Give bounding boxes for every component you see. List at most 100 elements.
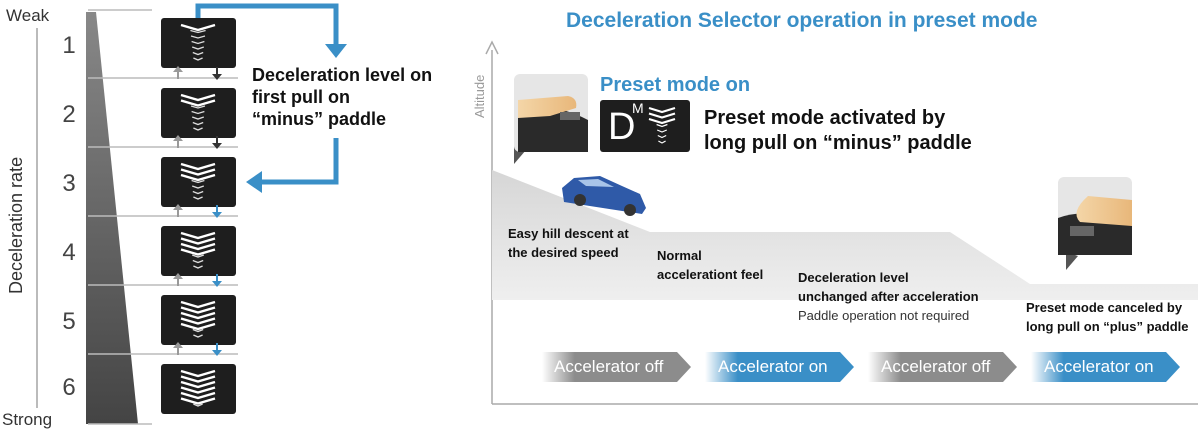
chevron-mark bbox=[193, 127, 203, 131]
chevron-mark bbox=[191, 46, 205, 50]
step-down-arrow bbox=[212, 274, 222, 287]
scale-weak-label: Weak bbox=[6, 6, 50, 25]
step-up-arrow bbox=[173, 135, 183, 148]
preset-canceled-note: Preset mode canceled by long pull on “pl… bbox=[1026, 298, 1189, 336]
chevron-mark bbox=[180, 317, 216, 325]
first-pull-arrow bbox=[195, 3, 339, 46]
chevron-mark bbox=[180, 386, 216, 394]
deceleration-level-tile bbox=[161, 88, 236, 138]
chevron-mark bbox=[180, 369, 216, 378]
chevron-mark bbox=[191, 179, 205, 184]
normal-accel-note: Normal accelerationt feel bbox=[657, 246, 763, 284]
chevron-mark bbox=[191, 40, 205, 45]
chevron-mark bbox=[193, 403, 203, 407]
chevron-mark bbox=[180, 397, 216, 405]
chevron-mark bbox=[193, 265, 203, 269]
phase-label: Accelerator off bbox=[881, 357, 991, 376]
mode-indicator-tile bbox=[600, 100, 690, 152]
first-pull-line: “minus” paddle bbox=[252, 109, 387, 129]
diagram-title: Deceleration Selector operation in prese… bbox=[566, 9, 1038, 32]
chevron-mark bbox=[656, 123, 668, 128]
phase-label: Accelerator on bbox=[1044, 357, 1154, 376]
mode-superscript: M bbox=[632, 100, 644, 116]
chevron-mark bbox=[192, 121, 204, 126]
chevron-mark bbox=[191, 116, 205, 120]
note-line: Preset mode canceled by bbox=[1026, 300, 1183, 315]
chevron-mark bbox=[192, 190, 204, 195]
minus-paddle-photo-icon bbox=[514, 74, 588, 164]
chevron-mark bbox=[180, 168, 216, 176]
level-number: 5 bbox=[62, 308, 76, 335]
left-diagram-graphics bbox=[36, 3, 347, 425]
mode-letter: D bbox=[608, 106, 636, 148]
easy-hill-note: Easy hill descent at the desired speed bbox=[508, 224, 629, 262]
first-pull-line: Deceleration level on bbox=[252, 65, 433, 85]
step-down-arrow bbox=[212, 67, 222, 80]
chevron-mark bbox=[191, 185, 205, 189]
return-arrow bbox=[260, 138, 339, 185]
chevron-mark bbox=[192, 328, 204, 333]
note-line: the desired speed bbox=[508, 245, 619, 260]
step-down-arrow bbox=[212, 205, 222, 218]
deceleration-level-tile bbox=[161, 295, 236, 345]
deceleration-level-tile bbox=[161, 226, 236, 276]
step-up-arrow bbox=[173, 273, 183, 286]
note-line: accelerationt feel bbox=[657, 267, 764, 282]
chevron-mark bbox=[180, 248, 216, 256]
chevron-mark bbox=[648, 112, 676, 119]
level-number: 6 bbox=[62, 374, 76, 401]
deceleration-level-tile bbox=[161, 364, 236, 414]
preset-mode-on-label: Preset mode on bbox=[600, 74, 751, 96]
scale-strong-label: Strong bbox=[2, 410, 53, 429]
altitude-axis-arrow bbox=[485, 40, 499, 55]
chevron-mark bbox=[180, 237, 216, 245]
note-line: Easy hill descent at bbox=[508, 226, 629, 241]
chevron-mark bbox=[191, 110, 205, 115]
chevron-mark bbox=[180, 99, 216, 107]
chevron-mark bbox=[192, 259, 204, 264]
level-number: 3 bbox=[62, 170, 76, 197]
preset-activated-line: long pull on “minus” paddle bbox=[704, 132, 972, 154]
chevron-mark bbox=[193, 57, 203, 61]
chevron-mark bbox=[180, 162, 216, 171]
chevron-mark bbox=[180, 391, 216, 400]
first-pull-note: Deceleration level on first pull on “min… bbox=[252, 64, 432, 130]
note-line: long pull on “plus” paddle bbox=[1026, 319, 1189, 334]
deceleration-level-tile bbox=[161, 157, 236, 207]
decel-unchanged-note: Deceleration level unchanged after accel… bbox=[798, 268, 979, 325]
phase-label: Accelerator on bbox=[718, 357, 828, 376]
right-diagram-graphics bbox=[485, 40, 1198, 405]
chevron-mark bbox=[190, 105, 206, 109]
step-up-arrow bbox=[173, 66, 183, 79]
chevron-mark bbox=[190, 35, 206, 39]
terrain-profile bbox=[492, 170, 1198, 300]
deceleration-level-tile bbox=[161, 18, 236, 68]
chevron-mark bbox=[180, 311, 216, 320]
phase-arrow-on bbox=[705, 352, 854, 382]
phase-arrow-off bbox=[868, 352, 1017, 382]
chevron-mark bbox=[180, 231, 216, 240]
chevron-mark bbox=[657, 134, 667, 139]
chevron-mark bbox=[180, 306, 216, 314]
chevron-mark bbox=[180, 173, 216, 182]
step-down-arrow bbox=[212, 343, 222, 356]
chevron-mark bbox=[180, 93, 216, 102]
chevron-mark bbox=[193, 334, 203, 338]
first-pull-line: first pull on bbox=[252, 87, 350, 107]
plus-paddle-photo-icon bbox=[1058, 177, 1132, 270]
chevron-mark bbox=[180, 23, 216, 32]
note-line: unchanged after acceleration bbox=[798, 289, 979, 304]
chevron-mark bbox=[180, 300, 216, 309]
chevron-mark bbox=[180, 322, 216, 331]
note-line: Deceleration level bbox=[798, 270, 909, 285]
chevron-mark bbox=[180, 380, 216, 389]
chevron-mark bbox=[193, 196, 203, 200]
chevron-mark bbox=[180, 375, 216, 383]
return-arrowhead bbox=[246, 171, 262, 193]
chevron-mark bbox=[656, 129, 668, 133]
step-up-arrow bbox=[173, 342, 183, 355]
level-number: 1 bbox=[62, 32, 76, 59]
altitude-label: Altitude bbox=[472, 74, 487, 118]
step-up-arrow bbox=[173, 204, 183, 217]
note-line: Normal bbox=[657, 248, 702, 263]
